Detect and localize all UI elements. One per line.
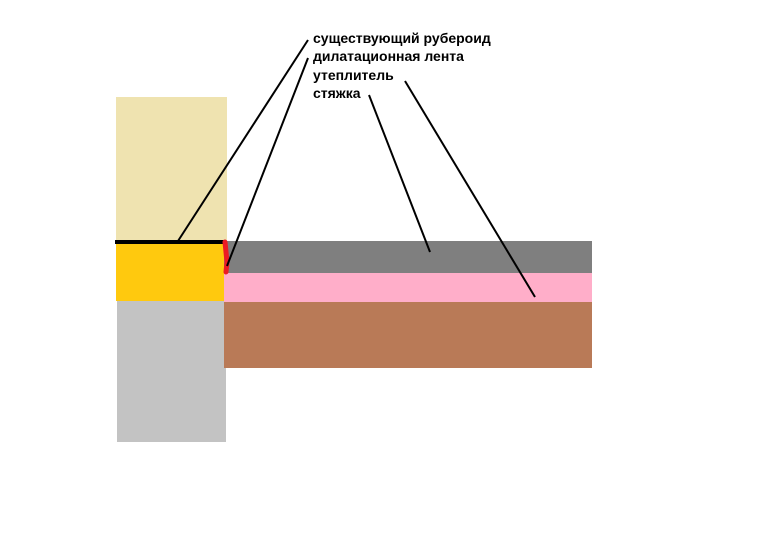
label-insulation: утеплитель xyxy=(313,67,394,83)
leader-line-roofing xyxy=(177,39,309,242)
wall-band-block xyxy=(116,243,225,301)
label-expansion-tape: дилатационная лента xyxy=(313,48,464,64)
leader-line-tape xyxy=(226,57,309,267)
label-existing-roofing: существующий рубероид xyxy=(313,30,491,46)
base-layer xyxy=(224,302,592,368)
wall-upper-block xyxy=(116,97,227,242)
leader-line-screed xyxy=(368,94,431,253)
expansion-tape-strip xyxy=(222,239,230,275)
wall-lower-block xyxy=(117,301,226,442)
screed-layer xyxy=(224,241,592,273)
leader-line-insulation xyxy=(404,80,536,298)
label-screed: стяжка xyxy=(313,85,361,101)
existing-roofing-line xyxy=(115,240,225,244)
insulation-layer xyxy=(224,273,592,302)
